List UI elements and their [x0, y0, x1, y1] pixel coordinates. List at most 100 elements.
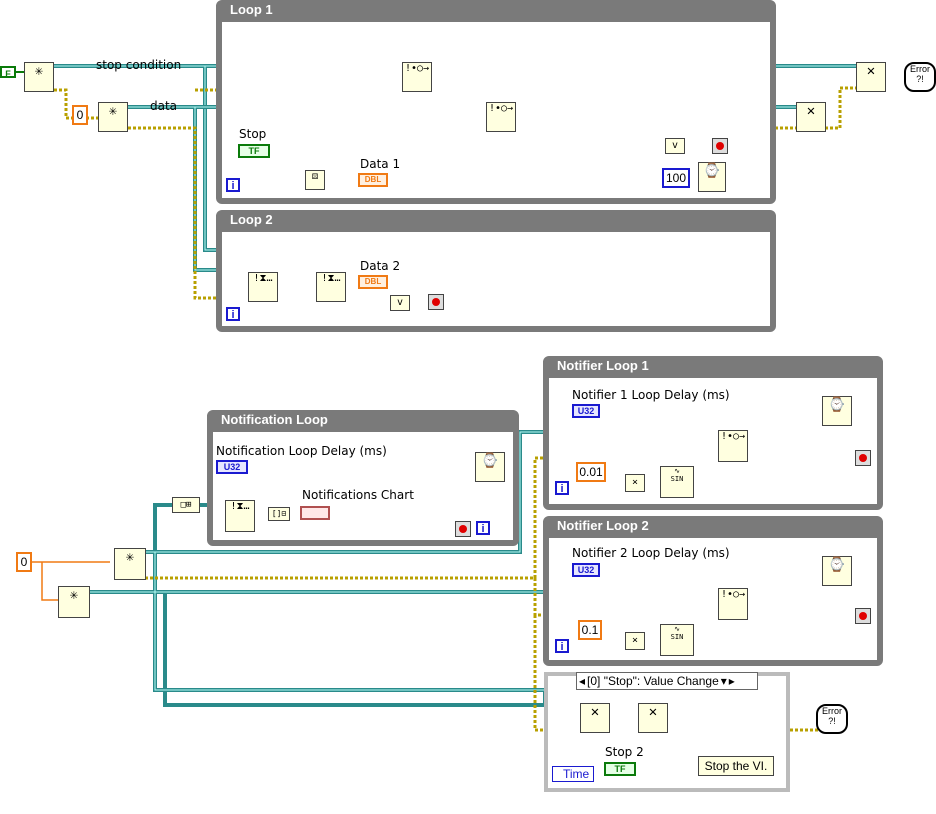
- wait-clock-icon: ⌚: [828, 557, 846, 573]
- obtain-notifier-stop[interactable]: ✳: [24, 62, 54, 92]
- loop-2-title: Loop 2: [230, 212, 273, 227]
- wait-ms-node-notification[interactable]: ⌚: [475, 452, 505, 482]
- stop-button-terminal[interactable]: TF: [238, 144, 270, 158]
- error-handler-bottom[interactable]: Error ?!: [816, 704, 848, 734]
- release-x-icon: ✕: [866, 63, 876, 79]
- send-notification-icon: !•○→: [488, 103, 514, 114]
- zero-constant-top[interactable]: 0: [72, 105, 88, 125]
- event-case-selector[interactable]: ◂[0] "Stop": Value Change▾▸: [576, 672, 758, 690]
- data2-indicator[interactable]: DBL: [358, 275, 388, 289]
- wait-on-notification-multiple[interactable]: !⧗…: [225, 500, 255, 532]
- error-icon: Error ?!: [822, 706, 842, 726]
- wait-clock-icon: ⌚: [481, 453, 499, 469]
- wait-ms-node-notifier2[interactable]: ⌚: [822, 556, 852, 586]
- sine-wave-icon: ∿: [674, 467, 680, 475]
- multiply-icon: ×: [631, 477, 639, 488]
- stop-vi-comment: Stop the VI.: [698, 756, 774, 776]
- wait-notification-multiple-icon: !⧗…: [230, 501, 250, 512]
- time-label: Time: [563, 767, 590, 781]
- notifier2-delay-label: Notifier 2 Loop Delay (ms): [572, 546, 730, 560]
- sine-node-2[interactable]: ∿SIN: [660, 624, 694, 656]
- sine-node-1[interactable]: ∿SIN: [660, 466, 694, 498]
- notifier-loop-1-title: Notifier Loop 1: [557, 358, 649, 373]
- notifier-loop-2: Notifier Loop 2: [543, 516, 883, 666]
- error-handler-top[interactable]: Error ?!: [904, 62, 936, 92]
- array-to-cluster-node[interactable]: []⊟: [268, 507, 290, 521]
- data2-label: Data 2: [360, 259, 401, 273]
- iteration-terminal-notifier1: i: [555, 481, 569, 495]
- wait-on-notification-stop[interactable]: !⧗…: [248, 272, 278, 302]
- obtain-notifier-data[interactable]: ✳: [98, 102, 128, 132]
- zero-constant-bottom[interactable]: 0: [16, 552, 32, 572]
- notifier-icon: ✳: [34, 63, 44, 79]
- release-notifier-event-2[interactable]: ✕: [638, 703, 668, 733]
- data-label: data: [150, 99, 178, 113]
- stop-label: Stop: [239, 127, 267, 141]
- wait-ms-node-1[interactable]: ⌚: [698, 162, 726, 192]
- stop2-label: Stop 2: [605, 745, 644, 759]
- false-constant[interactable]: F: [0, 66, 16, 79]
- multiply-node-2[interactable]: ×: [625, 632, 645, 650]
- or-gate-1[interactable]: v: [665, 138, 685, 154]
- wait-on-notification-data[interactable]: !⧗…: [316, 272, 346, 302]
- notifier2-stop-terminal: [855, 608, 871, 624]
- data1-indicator[interactable]: DBL: [358, 173, 388, 187]
- loop-1-title: Loop 1: [230, 2, 273, 17]
- notifier-icon: ✳: [108, 103, 118, 119]
- wait-100-constant[interactable]: 100: [662, 168, 690, 188]
- send-notification-notifier1[interactable]: !•○→: [718, 430, 748, 462]
- event-case-label: [0] "Stop": Value Change: [587, 674, 719, 688]
- dropdown-arrow-icon[interactable]: ▾: [720, 674, 727, 688]
- iteration-terminal-notifier2: i: [555, 639, 569, 653]
- multiplier-0-01[interactable]: 0.01: [576, 462, 606, 482]
- notifier2-delay-control[interactable]: U32: [572, 563, 600, 577]
- sine-label: SIN: [670, 475, 684, 483]
- release-x-icon: ✕: [806, 103, 816, 119]
- sine-wave-icon: ∿: [674, 625, 680, 633]
- release-x-icon: ✕: [590, 704, 600, 720]
- release-notifier-event-1[interactable]: ✕: [580, 703, 610, 733]
- data1-label: Data 1: [360, 157, 401, 171]
- notification-loop-title: Notification Loop: [221, 412, 328, 427]
- wait-clock-icon: ⌚: [703, 163, 721, 179]
- increment-arrow-icon[interactable]: ▸: [728, 674, 735, 688]
- notification-delay-label: Notification Loop Delay (ms): [216, 444, 387, 458]
- send-notification-data[interactable]: !•○→: [486, 102, 516, 132]
- wait-notification-icon: !⧗…: [253, 273, 273, 284]
- wait-ms-node-notifier1[interactable]: ⌚: [822, 396, 852, 426]
- obtain-notifier-main[interactable]: ✳: [114, 548, 146, 580]
- notifier-icon: ✳: [125, 549, 135, 565]
- stop-vi-text: Stop the VI.: [704, 759, 768, 773]
- obtain-notifier-secondary[interactable]: ✳: [58, 586, 90, 618]
- stop2-button-terminal[interactable]: TF: [604, 762, 636, 776]
- notification-delay-control[interactable]: U32: [216, 460, 248, 474]
- multiplier-0-1[interactable]: 0.1: [578, 620, 602, 640]
- notifier1-stop-terminal: [855, 450, 871, 466]
- random-number-node[interactable]: ⚄: [305, 170, 325, 190]
- loop-2-stop-terminal: [428, 294, 444, 310]
- build-array-node[interactable]: □⊞: [172, 497, 200, 513]
- convert-icon: []⊟: [271, 509, 287, 518]
- iteration-terminal-1: i: [226, 178, 240, 192]
- notifications-chart-label: Notifications Chart: [302, 488, 414, 502]
- send-notification-icon: !•○→: [720, 431, 746, 442]
- release-notifier-stop[interactable]: ✕: [856, 62, 886, 92]
- send-notification-notifier2[interactable]: !•○→: [718, 588, 748, 620]
- send-notification-stop[interactable]: !•○→: [402, 62, 432, 92]
- notifier1-delay-control[interactable]: U32: [572, 404, 600, 418]
- notification-loop-stop-terminal: [455, 521, 471, 537]
- send-notification-icon: !•○→: [404, 63, 430, 74]
- error-icon: Error ?!: [910, 64, 930, 84]
- notifications-chart-indicator[interactable]: [300, 506, 330, 520]
- decrement-arrow-icon[interactable]: ◂: [579, 674, 586, 688]
- release-notifier-data[interactable]: ✕: [796, 102, 826, 132]
- or-icon: v: [396, 297, 404, 308]
- or-gate-2[interactable]: v: [390, 295, 410, 311]
- iteration-terminal-notification: i: [476, 521, 490, 535]
- build-array-icon: □⊞: [180, 500, 192, 510]
- wait-clock-icon: ⌚: [828, 397, 846, 413]
- time-terminal: Time: [552, 766, 594, 782]
- loop-1-stop-terminal: [712, 138, 728, 154]
- release-x-icon: ✕: [648, 704, 658, 720]
- multiply-node-1[interactable]: ×: [625, 474, 645, 492]
